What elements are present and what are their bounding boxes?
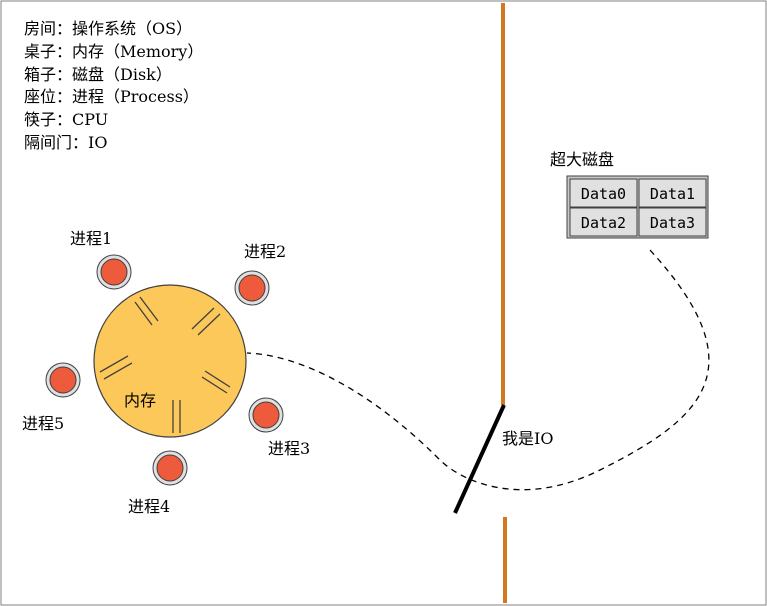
io-door	[453, 404, 506, 514]
seat-5-cushion	[49, 366, 77, 394]
seat-process-3	[248, 397, 284, 433]
disk-cell-2	[569, 207, 638, 237]
seat-process-1	[96, 254, 132, 290]
chopstick-5a	[99, 355, 129, 373]
memory-label: 内存	[124, 391, 156, 410]
disk-cell-label-1: Data1	[650, 185, 695, 203]
io-path	[246, 249, 710, 491]
legend-item-io: 隔间门：IO	[24, 132, 108, 152]
process-label-5: 进程5	[22, 414, 64, 433]
legend: 房间：操作系统（OS） 桌子：内存（Memory） 箱子：磁盘（Disk） 座位…	[24, 18, 203, 155]
memory-table	[93, 284, 247, 438]
chopstick-3a	[204, 370, 231, 388]
disk-cell-label-0: Data0	[581, 185, 626, 203]
legend-item-os: 房间：操作系统（OS）	[24, 19, 193, 38]
seat-process-2	[234, 270, 270, 306]
disk-cell-3	[638, 207, 707, 237]
seat-process-5	[45, 362, 81, 398]
process-label-4: 进程4	[128, 497, 170, 516]
chopstick-2a	[191, 307, 215, 330]
legend-item-process: 座位：进程（Process）	[24, 87, 199, 107]
chopstick-5b	[103, 362, 133, 380]
chopstick-2b	[197, 313, 221, 336]
legend-item-memory: 桌子：内存（Memory）	[24, 41, 204, 61]
chopstick-1a	[134, 301, 153, 326]
disk-cell-1	[638, 178, 707, 208]
chopstick-1b	[139, 296, 159, 322]
disk-box: Data0 Data1 Data2 Data3	[566, 175, 709, 239]
chopsticks	[99, 296, 231, 433]
disk-cell-label-2: Data2	[581, 214, 626, 232]
disk-cell-0	[569, 178, 638, 208]
legend-item-disk: 箱子：磁盘（Disk）	[24, 64, 172, 84]
seat-process-4	[152, 450, 188, 486]
disk-cell-label-3: Data3	[650, 214, 695, 232]
disk-title: 超大磁盘	[550, 150, 614, 169]
process-label-1: 进程1	[70, 229, 112, 248]
legend-item-cpu: 筷子：CPU	[24, 110, 109, 130]
seat-4-cushion	[156, 454, 184, 482]
seat-3-cushion	[252, 401, 280, 429]
process-label-2: 进程2	[244, 242, 286, 261]
io-label: 我是IO	[502, 429, 553, 448]
process-label-3: 进程3	[268, 439, 310, 458]
chopstick-3b	[201, 376, 228, 394]
seat-2-cushion	[238, 274, 266, 302]
seat-1-cushion	[100, 258, 128, 286]
